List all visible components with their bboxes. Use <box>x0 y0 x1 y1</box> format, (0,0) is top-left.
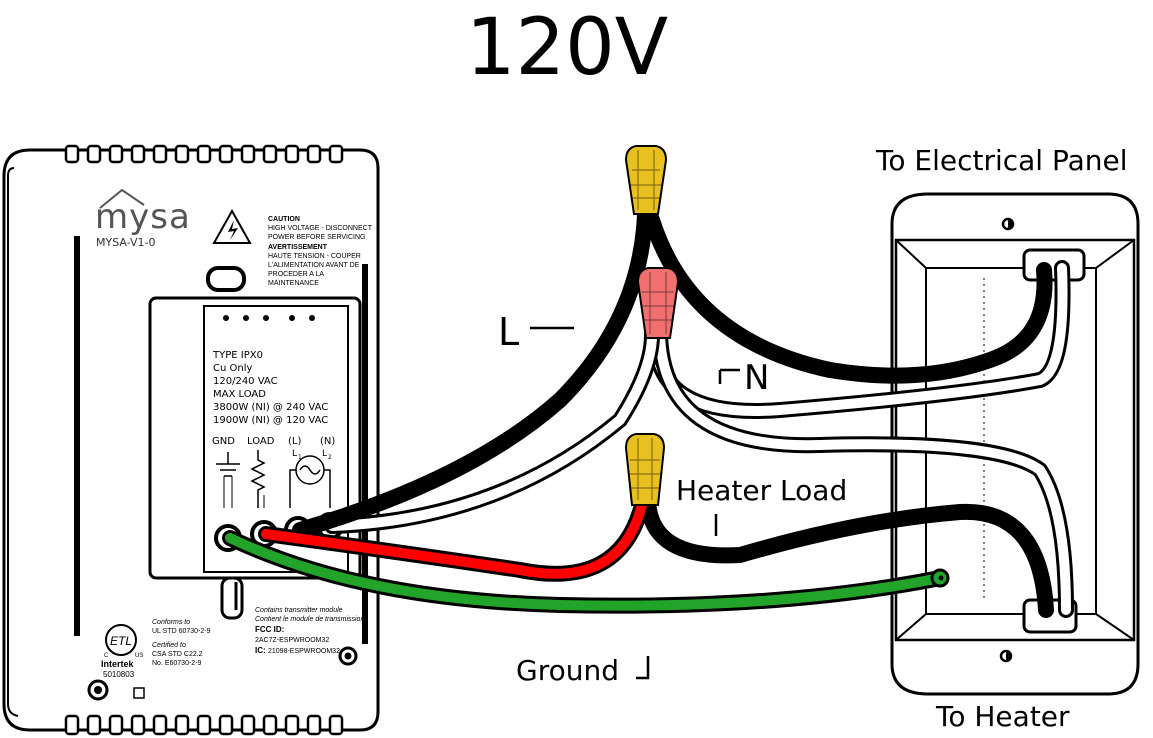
brand-name: mysa <box>95 197 191 237</box>
svg-text:Contains transmitter module: Contains transmitter module <box>255 607 343 614</box>
neutral-wires <box>324 260 1074 618</box>
heater-load-label: Heater Load <box>676 474 847 507</box>
svg-text:Intertek: Intertek <box>101 659 135 669</box>
svg-text:ETL: ETL <box>110 634 132 648</box>
to-heater-label: To Heater <box>935 700 1070 733</box>
ac-source-symbol-icon <box>289 455 331 508</box>
wire-nut-neutral <box>636 267 680 339</box>
ground-wire <box>222 530 950 614</box>
terminal-label-n: (N) <box>320 436 335 447</box>
wires <box>222 207 1074 618</box>
diagram-title: 120V <box>466 3 668 93</box>
ground-symbol-icon <box>216 452 240 508</box>
svg-text:Conforms to: Conforms to <box>152 619 190 626</box>
svg-text:3800W (NI) @ 240 VAC: 3800W (NI) @ 240 VAC <box>213 402 328 413</box>
svg-text:MAINTENANCE: MAINTENANCE <box>268 280 319 287</box>
wire-nut-load <box>624 433 666 506</box>
ground-label: Ground <box>516 654 619 687</box>
svg-text:5010803: 5010803 <box>103 670 135 679</box>
top-vent-notches <box>64 144 344 164</box>
svg-text:HIGH VOLTAGE - DISCONNECT: HIGH VOLTAGE - DISCONNECT <box>268 225 373 232</box>
svg-text:L'ALIMENTATION AVANT DE: L'ALIMENTATION AVANT DE <box>268 262 360 269</box>
terminal-label-l: (L) <box>288 436 301 447</box>
svg-text:No. E60730-2-9: No. E60730-2-9 <box>152 660 202 667</box>
svg-text:HAUTE TENSION - COUPER: HAUTE TENSION - COUPER <box>268 253 361 260</box>
svg-text:Certified to: Certified to <box>152 642 186 649</box>
terminal-labels: GND LOAD (L) (N) L 1 L 2 <box>212 436 335 461</box>
mounting-slot <box>206 266 246 292</box>
callout-labels: L N Heater Load Ground To Electrical Pan… <box>498 144 1128 733</box>
etl-logo: ETL C US Intertek 5010803 <box>101 624 143 679</box>
svg-text:C: C <box>104 653 109 659</box>
svg-text:Contient le module de transmis: Contient le module de transmission <box>255 616 364 623</box>
neutral-label: N <box>744 358 769 398</box>
svg-text:CSA STD C22.2: CSA STD C22.2 <box>152 651 203 658</box>
svg-text:MAX LOAD: MAX LOAD <box>213 389 266 400</box>
line-label: L <box>498 310 519 354</box>
high-voltage-warning-icon <box>212 208 252 244</box>
bottom-vent-notches <box>64 714 344 736</box>
svg-text:1: 1 <box>298 454 302 461</box>
model-number: MYSA-V1-0 <box>96 236 156 249</box>
panel-screws <box>223 315 315 321</box>
svg-text:POWER BEFORE SERVICING: POWER BEFORE SERVICING <box>268 234 366 241</box>
heater-load-wire <box>640 492 1054 618</box>
caution-text: CAUTION HIGH VOLTAGE - DISCONNECT POWER … <box>268 216 373 287</box>
svg-text:120/240 VAC: 120/240 VAC <box>213 376 278 387</box>
load-wire <box>258 497 650 582</box>
terminal-label-load: LOAD <box>247 436 275 447</box>
right-slot <box>362 264 368 644</box>
thermostat-device: mysa MYSA-V1-0 CAUTION HIGH VOLTAGE - DI… <box>2 144 380 736</box>
svg-text:UL STD 60730-2-9: UL STD 60730-2-9 <box>152 628 211 635</box>
wire-nut-line <box>624 145 668 215</box>
svg-text:TYPE IPX0: TYPE IPX0 <box>212 350 263 361</box>
svg-text:21098-ESPWROOM32: 21098-ESPWROOM32 <box>268 648 340 655</box>
svg-text:2AC7Z-ESPWROOM32: 2AC7Z-ESPWROOM32 <box>255 637 329 644</box>
to-electrical-panel-label: To Electrical Panel <box>875 144 1128 177</box>
svg-text:IC:: IC: <box>255 646 266 655</box>
svg-text:1900W (NI) @ 120 VAC: 1900W (NI) @ 120 VAC <box>213 415 328 426</box>
line-wires <box>292 207 1053 538</box>
spec-text: TYPE IPX0 Cu Only 120/240 VAC MAX LOAD 3… <box>212 350 328 426</box>
svg-text:2: 2 <box>328 454 332 461</box>
svg-text:Cu Only: Cu Only <box>213 363 252 374</box>
svg-text:FCC ID:: FCC ID: <box>255 625 284 634</box>
mysa-logo: mysa MYSA-V1-0 <box>95 188 191 249</box>
svg-text:PROCEDER A LA: PROCEDER A LA <box>268 271 324 278</box>
svg-text:AVERTISSEMENT: AVERTISSEMENT <box>268 244 328 251</box>
terminal-label-gnd: GND <box>212 436 235 447</box>
svg-text:US: US <box>135 653 143 659</box>
certification-text: Conforms to UL STD 60730-2-9 Certified t… <box>152 607 364 667</box>
resistor-symbol-icon <box>250 450 266 508</box>
left-slot <box>74 236 80 636</box>
svg-text:L: L <box>292 449 297 459</box>
svg-text:CAUTION: CAUTION <box>268 216 300 223</box>
svg-text:L: L <box>322 449 327 459</box>
